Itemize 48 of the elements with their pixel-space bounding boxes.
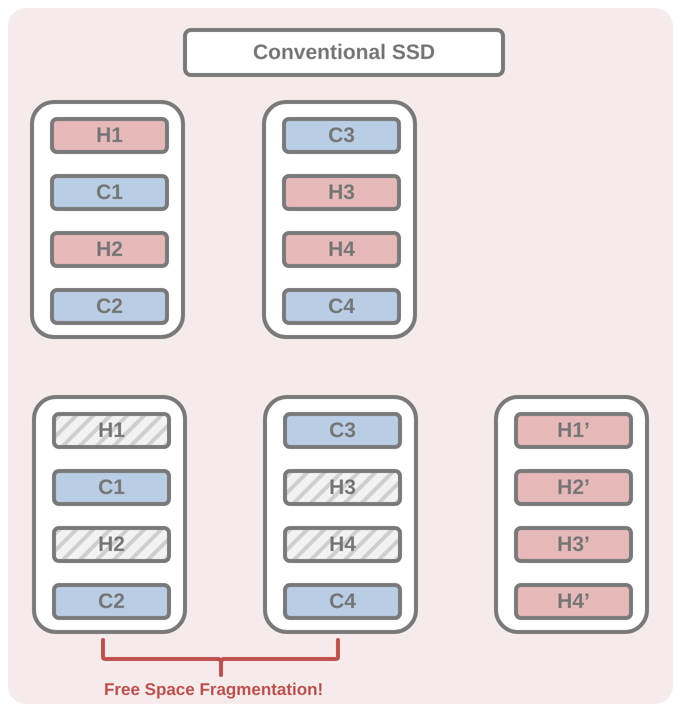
page-label: C4 — [329, 590, 356, 614]
page-box — [52, 583, 171, 620]
page-box — [283, 412, 402, 449]
page-label: H4 — [328, 238, 355, 262]
page-label: H4 — [329, 532, 356, 556]
page-label: C4 — [328, 294, 355, 318]
block-box — [494, 395, 649, 634]
page-box — [283, 469, 402, 506]
page-label: C1 — [98, 476, 125, 500]
page-box — [514, 412, 633, 449]
page-label: H3 — [329, 476, 356, 500]
block-box — [30, 100, 185, 339]
page-box — [283, 526, 402, 563]
block-box — [32, 395, 187, 634]
page-label: H1’ — [557, 418, 590, 442]
annotation-text: Free Space Fragmentation! — [104, 680, 324, 700]
page-label: C3 — [329, 418, 356, 442]
page-label: H2 — [98, 532, 125, 556]
page-box — [283, 583, 402, 620]
block-box — [263, 395, 418, 634]
page-box — [282, 288, 401, 325]
page-box — [50, 117, 169, 154]
page-box — [282, 174, 401, 211]
title-box — [183, 28, 505, 77]
title: Conventional SSD — [252, 40, 436, 64]
page-box — [52, 412, 171, 449]
page-box — [50, 231, 169, 268]
page-label: C2 — [96, 294, 123, 318]
page-box — [52, 526, 171, 563]
page-box — [50, 174, 169, 211]
page-box — [514, 583, 633, 620]
page-label: H2’ — [557, 476, 590, 500]
page-label: H1 — [98, 418, 125, 442]
page-label: C3 — [328, 124, 355, 148]
page-label: H2 — [96, 238, 123, 262]
page-box — [514, 526, 633, 563]
page-label: H3 — [328, 180, 355, 204]
page-label: C1 — [96, 180, 123, 204]
page-box — [282, 231, 401, 268]
block-box — [262, 100, 417, 339]
page-label: H1 — [96, 124, 123, 148]
page-box — [52, 469, 171, 506]
page-label: H3’ — [557, 532, 590, 556]
page-box — [50, 288, 169, 325]
page-box — [514, 469, 633, 506]
page-label: H4’ — [557, 590, 590, 614]
page-box — [282, 117, 401, 154]
page-label: C2 — [98, 590, 125, 614]
